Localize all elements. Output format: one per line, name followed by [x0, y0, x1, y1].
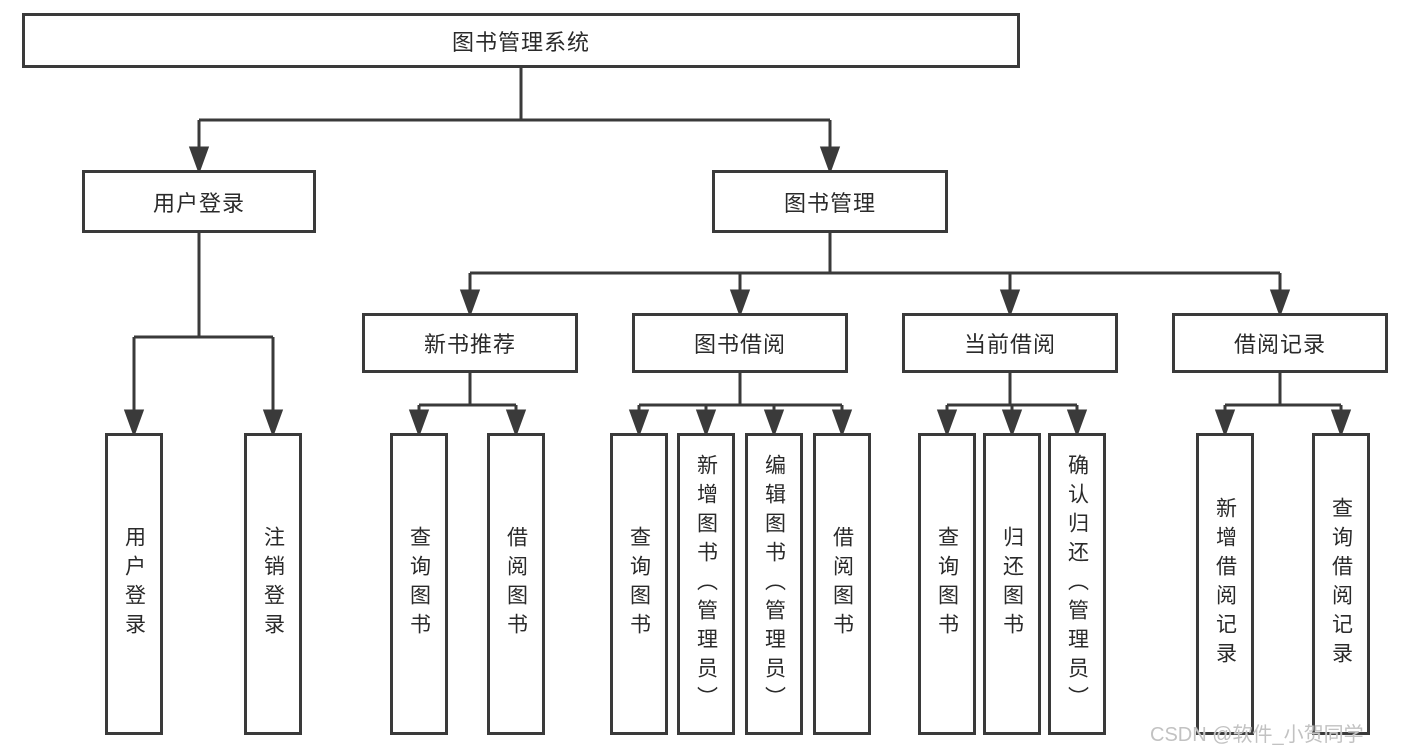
node-book-borrowing: 图书借阅: [632, 313, 848, 373]
arrow-down-icon: [695, 409, 717, 438]
leaf-add-books-admin: 新增图书（管理员）: [677, 433, 735, 735]
leaf-label: 注销登录: [261, 526, 285, 642]
leaf-label: 查询图书: [935, 526, 959, 642]
arrow-down-icon: [1214, 409, 1236, 438]
leaf-query-books-current: 查询图书: [918, 433, 976, 735]
node-book-management: 图书管理: [712, 170, 948, 233]
arrow-down-icon: [936, 409, 958, 438]
leaf-confirm-return-admin: 确认归还（管理员）: [1048, 433, 1106, 735]
leaf-label: 查询借阅记录: [1329, 497, 1353, 671]
node-user-login: 用户登录: [82, 170, 316, 233]
leaf-label: 查询图书: [627, 526, 651, 642]
csdn-watermark: CSDN @软件_小贺同学: [1150, 724, 1364, 746]
arrow-down-icon: [831, 409, 853, 438]
node-library-management-system: 图书管理系统: [22, 13, 1020, 68]
leaf-query-books-borrowing: 查询图书: [610, 433, 668, 735]
leaf-query-borrow-record: 查询借阅记录: [1312, 433, 1370, 735]
node-new-book-recommendation: 新书推荐: [362, 313, 578, 373]
arrow-down-icon: [188, 146, 210, 175]
arrow-down-icon: [819, 146, 841, 175]
leaf-query-books-recommendation: 查询图书: [390, 433, 448, 735]
connector-book-management-to-level3: [459, 233, 1291, 318]
arrow-down-icon: [123, 409, 145, 438]
leaf-logout: 注销登录: [244, 433, 302, 735]
leaf-add-borrow-record: 新增借阅记录: [1196, 433, 1254, 735]
leaf-edit-books-admin: 编辑图书（管理员）: [745, 433, 803, 735]
leaf-label: 归还图书: [1000, 526, 1024, 642]
connector-root-to-level2: [188, 68, 841, 175]
connector-borrowing-to-leaves: [628, 373, 853, 438]
arrow-down-icon: [1066, 409, 1088, 438]
connector-records-to-leaves: [1214, 373, 1352, 438]
leaf-label: 用户登录: [122, 526, 146, 642]
leaf-label: 新增借阅记录: [1213, 497, 1237, 671]
leaf-label: 借阅图书: [504, 526, 528, 642]
leaf-label: 查询图书: [407, 526, 431, 642]
leaf-label: 借阅图书: [830, 526, 854, 642]
leaf-label: 编辑图书（管理员）: [762, 453, 786, 715]
leaf-borrow-books-borrowing: 借阅图书: [813, 433, 871, 735]
leaf-borrow-books-recommendation: 借阅图书: [487, 433, 545, 735]
leaf-user-login: 用户登录: [105, 433, 163, 735]
arrow-down-icon: [999, 289, 1021, 318]
leaf-label: 新增图书（管理员）: [694, 453, 718, 715]
arrow-down-icon: [505, 409, 527, 438]
arrow-down-icon: [628, 409, 650, 438]
connector-current-to-leaves: [936, 373, 1088, 438]
arrow-down-icon: [408, 409, 430, 438]
node-current-borrowing: 当前借阅: [902, 313, 1118, 373]
node-borrowing-records: 借阅记录: [1172, 313, 1388, 373]
arrow-down-icon: [1269, 289, 1291, 318]
connector-user-login-to-leaves: [123, 233, 284, 438]
arrow-down-icon: [262, 409, 284, 438]
leaf-label: 确认归还（管理员）: [1065, 453, 1089, 715]
arrow-down-icon: [729, 289, 751, 318]
arrow-down-icon: [763, 409, 785, 438]
connector-recommendation-to-leaves: [408, 373, 527, 438]
arrow-down-icon: [459, 289, 481, 318]
leaf-return-books: 归还图书: [983, 433, 1041, 735]
arrow-down-icon: [1001, 409, 1023, 438]
arrow-down-icon: [1330, 409, 1352, 438]
